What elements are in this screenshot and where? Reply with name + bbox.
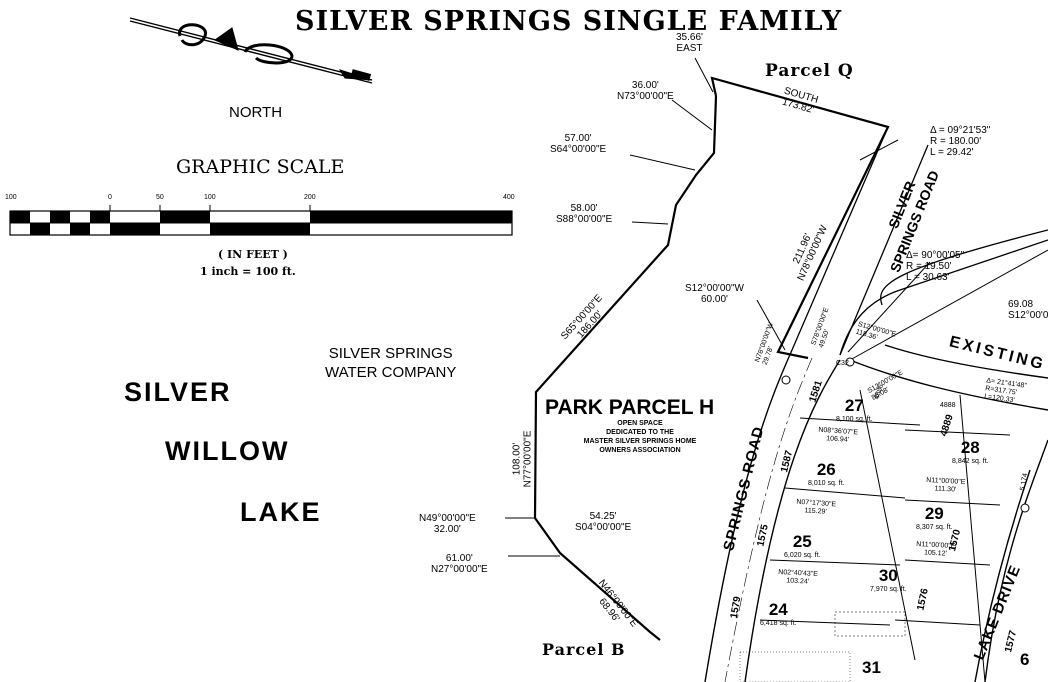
north-label: NORTH (229, 104, 283, 121)
call-label: 58.00'S88°00'00"E (556, 203, 613, 225)
note-line: OWNERS ASSOCIATION (599, 447, 681, 454)
monument-markers (781, 357, 1030, 513)
lot-26: 26 8,010 sq. ft. (808, 460, 845, 487)
road-lines (704, 126, 1048, 682)
water-company-line: WATER COMPANY (325, 364, 457, 381)
call-label: 61.00'N27°00'00"E (431, 553, 488, 575)
park-parcel-note: OPEN SPACE DEDICATED TO THE MASTER SILVE… (560, 419, 720, 455)
lake-label-3: LAKE (240, 497, 322, 527)
call-label: 54.25'S04°00'00"E (575, 511, 632, 533)
park-parcel-boundary (533, 76, 890, 641)
note-line: OPEN SPACE (617, 420, 663, 427)
lot-24: 24 6,418 sq. ft. (760, 600, 797, 627)
map-title: SILVER SPRINGS SINGLE FAMILY (295, 6, 843, 37)
call-label-rotated: 108.00'N77°00'00"E (511, 430, 534, 488)
curve-tag: C32 (836, 360, 849, 367)
park-parcel-label: PARK PARCEL H (545, 396, 715, 419)
lot-27: 27 8,100 sq. ft. (836, 396, 873, 423)
lot-6: 6 (1020, 650, 1030, 669)
scale-tick: 0 (108, 194, 112, 201)
scale-ratio: 1 inch = 100 ft. (200, 265, 296, 278)
scale-tick: 50 (156, 194, 164, 201)
water-company-line: SILVER SPRINGS (328, 345, 453, 362)
scale-tick: 200 (304, 194, 316, 201)
note-line: DEDICATED TO THE (606, 429, 674, 436)
lot-lines (759, 389, 1011, 682)
call-label: 36.00'N73°00'00"E (617, 80, 674, 102)
lot-30: 30 7,970 sq. ft. (870, 566, 907, 593)
call-label: 35.66'EAST (676, 32, 703, 54)
scale-tick: 100 (204, 194, 216, 201)
scale-title: GRAPHIC SCALE (176, 156, 345, 178)
lot-25: 25 6,020 sq. ft. (784, 532, 821, 559)
scale-unit: ( IN FEET ) (218, 248, 288, 261)
water-company-label: SILVER SPRINGS WATER COMPANY (325, 344, 456, 382)
lake-label-2: WILLOW (165, 436, 290, 466)
parcel-b-label: Parcel B (542, 640, 626, 659)
curve-data: Δ= 90°00'05"R = 19.50'L = 30.63' (906, 250, 965, 283)
parcel-q-label: Parcel Q (765, 61, 854, 81)
north-arrow-icon (129, 17, 373, 84)
lot-29: 29 8,307 sq. ft. (916, 504, 953, 531)
lake-label-1: SILVER (124, 377, 232, 407)
call-label: 57.00'S64°00'00"E (550, 133, 607, 155)
note-line: MASTER SILVER SPRINGS HOME (583, 438, 697, 445)
scale-tick: 400 (503, 194, 515, 201)
call-leaders (505, 57, 931, 557)
lot-31: 31 (862, 658, 881, 677)
hatched-area (739, 611, 906, 682)
lot-bearing: 4888 (940, 402, 956, 409)
scale-bar (9, 205, 513, 236)
curve-data: Δ = 09°21'53"R = 180.00'L = 29.42' (930, 125, 991, 158)
scale-tick: 100 (5, 194, 17, 201)
lot-28: 28 8,842 sq. ft. (952, 438, 989, 465)
